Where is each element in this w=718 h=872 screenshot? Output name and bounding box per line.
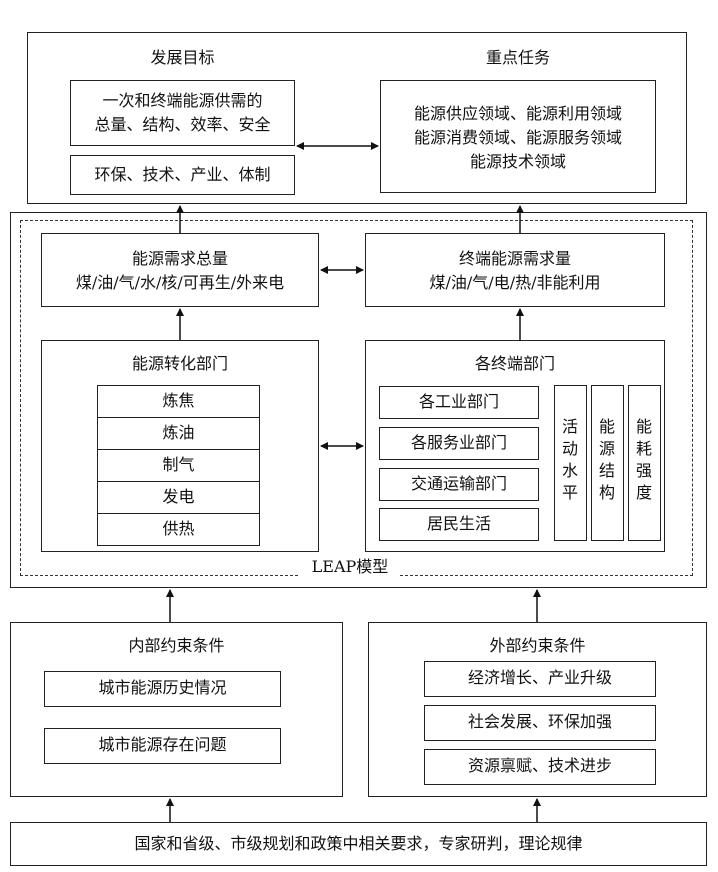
external-constraint-item: 社会发展、环保加强 bbox=[424, 705, 656, 741]
goals-title: 发展目标 bbox=[150, 48, 215, 67]
leap-model-label: LEAP模型 bbox=[300, 556, 400, 578]
policy-requirements-text: 国家和省级、市级规划和政策中相关要求，专家研判，理论规律 bbox=[134, 834, 583, 853]
terminal-sector-item: 居民生活 bbox=[379, 508, 539, 541]
tasks-title: 重点任务 bbox=[485, 48, 550, 67]
internal-constraint-item: 城市能源历史情况 bbox=[44, 671, 281, 707]
external-constraint-item: 经济增长、产业升级 bbox=[424, 661, 656, 697]
terminal-energy-demand-title: 终端能源需求量 bbox=[458, 249, 571, 268]
conversion-item: 供热 bbox=[97, 513, 260, 546]
terminal-sectors-box: 各终端部门 各工业部门 各服务业部门 交通运输部门 居民生活 活动水平 能源结构… bbox=[365, 340, 665, 552]
tasks-line3: 能源技术领域 bbox=[469, 152, 566, 171]
goals-box1-line1: 一次和终端能源供需的 bbox=[102, 91, 263, 110]
tasks-box: 能源供应领域、能源利用领域 能源消费领域、能源服务领域 能源技术领域 bbox=[380, 80, 656, 193]
internal-constraint-item: 城市能源存在问题 bbox=[44, 728, 281, 764]
goals-box2-text: 环保、技术、产业、体制 bbox=[94, 165, 271, 184]
goals-box-environment: 环保、技术、产业、体制 bbox=[70, 155, 295, 195]
terminal-energy-demand-box: 终端能源需求量 煤/油/气/电/热/非能利用 bbox=[365, 233, 665, 307]
terminal-energy-demand-items: 煤/油/气/电/热/非能利用 bbox=[429, 273, 601, 292]
policy-requirements-bar: 国家和省级、市级规划和政策中相关要求，专家研判，理论规律 bbox=[10, 822, 707, 866]
internal-constraints-title: 内部约束条件 bbox=[128, 636, 225, 655]
energy-demand-total-box: 能源需求总量 煤/油/气/水/核/可再生/外来电 bbox=[41, 233, 319, 307]
goals-box-supply-demand: 一次和终端能源供需的 总量、结构、效率、安全 bbox=[70, 80, 295, 146]
goals-box1-line2: 总量、结构、效率、安全 bbox=[94, 115, 271, 134]
energy-conversion-box: 能源转化部门 炼焦 炼油 制气 发电 供热 bbox=[41, 340, 319, 552]
energy-intensity-box: 能耗强度 bbox=[628, 385, 661, 541]
tasks-line2: 能源消费领域、能源服务领域 bbox=[413, 128, 622, 147]
energy-structure-box: 能源结构 bbox=[591, 385, 624, 541]
terminal-sector-item: 各工业部门 bbox=[379, 386, 539, 419]
internal-constraints-frame: 内部约束条件 城市能源历史情况 城市能源存在问题 bbox=[10, 622, 343, 797]
activity-level-box: 活动水平 bbox=[554, 385, 587, 541]
terminal-sector-item: 各服务业部门 bbox=[379, 427, 539, 460]
terminal-sectors-title: 各终端部门 bbox=[474, 354, 555, 373]
external-constraints-frame: 外部约束条件 经济增长、产业升级 社会发展、环保加强 资源禀赋、技术进步 bbox=[368, 622, 707, 797]
terminal-sector-item: 交通运输部门 bbox=[379, 468, 539, 501]
energy-demand-total-items: 煤/油/气/水/核/可再生/外来电 bbox=[75, 273, 285, 292]
energy-conversion-title: 能源转化部门 bbox=[131, 354, 228, 373]
conversion-item: 炼油 bbox=[97, 417, 260, 450]
external-constraints-title: 外部约束条件 bbox=[489, 636, 586, 655]
tasks-line1: 能源供应领域、能源利用领域 bbox=[413, 104, 622, 123]
energy-demand-total-title: 能源需求总量 bbox=[131, 249, 228, 268]
external-constraint-item: 资源禀赋、技术进步 bbox=[424, 749, 656, 785]
